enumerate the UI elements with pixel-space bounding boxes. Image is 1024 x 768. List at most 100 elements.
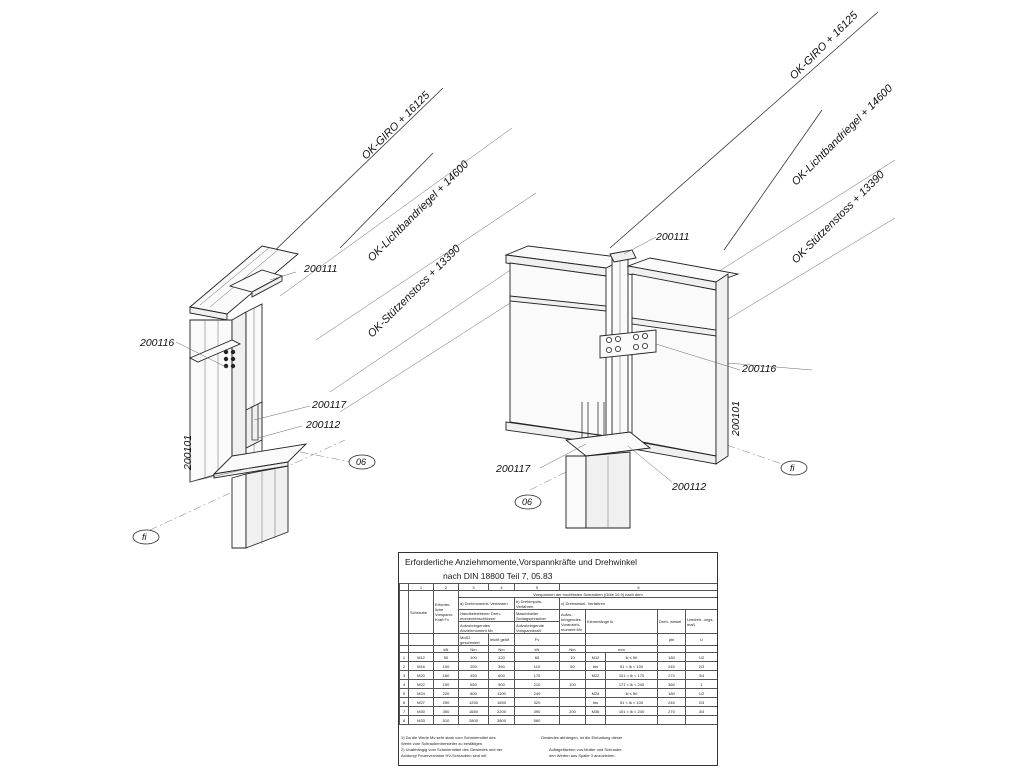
part-label-200111-right: 200111 bbox=[655, 231, 689, 243]
table-cell: 250 bbox=[458, 661, 489, 671]
bubble-label-06-left: 06 bbox=[356, 457, 366, 467]
unit-mm: mm bbox=[585, 645, 658, 653]
table-cell: 3 bbox=[399, 670, 409, 680]
table-cell: 51 < lk < 100 bbox=[605, 697, 658, 707]
table-cell: 240 bbox=[657, 661, 686, 671]
hdr-umdreh: Umdreh- ungs- maß bbox=[685, 609, 717, 634]
hdr-sub-blank5 bbox=[585, 633, 658, 646]
table-title-line2: nach DIN 18800 Teil 7, 05.83 bbox=[443, 571, 553, 581]
table-cell: 450 bbox=[458, 670, 489, 680]
hdr-c: c) Drehwinkel- Verfahren bbox=[559, 597, 717, 610]
hdr-sub-blank2 bbox=[408, 633, 434, 646]
hdr-kraft: Erforder- liche Vorspann- Kraft Fv bbox=[433, 590, 459, 634]
unit-nm1: Nm bbox=[458, 645, 489, 653]
table-cell: 1650 bbox=[488, 697, 515, 707]
table-cell: 50 bbox=[433, 652, 459, 662]
table-cell: 2200 bbox=[488, 706, 515, 716]
detail-bubble-06-left: 06 bbox=[348, 454, 376, 470]
table-cell: 600 bbox=[488, 670, 515, 680]
torque-table: 1 2 3 4 5 6 Schraube Erforder- liche Vor… bbox=[399, 583, 717, 725]
part-label-200116-left: 200116 bbox=[139, 337, 174, 349]
table-cell bbox=[685, 715, 717, 725]
part-label-200116-right: 200116 bbox=[741, 363, 776, 375]
elevation-giro-right: OK-GIRO + 16125 bbox=[788, 9, 861, 82]
table-cell: 60 bbox=[514, 652, 560, 662]
unit-kn2: kN bbox=[514, 645, 560, 653]
unit-nm2: Nm bbox=[488, 645, 515, 653]
col-num-2: 2 bbox=[433, 583, 459, 591]
table-cell: M33 bbox=[408, 715, 434, 725]
hdr-mos2: MoS2 geschmiert bbox=[458, 633, 489, 646]
table-cell: 100 bbox=[433, 661, 459, 671]
bubble-label-fi-right: fi bbox=[790, 463, 796, 473]
note-r1: Gewindes abhängen, ist die Einhaltung di… bbox=[541, 735, 623, 740]
hdr-schraube: Schraube bbox=[408, 590, 434, 634]
note-2b: Achtung! Feuerverzinkte HV-Schrauben sin… bbox=[401, 753, 487, 758]
table-cell: 180 bbox=[657, 688, 686, 698]
table-cell: 2/3 bbox=[685, 661, 717, 671]
bubble-label-fi-left: fi bbox=[142, 532, 148, 542]
table-cell: bis bbox=[585, 661, 606, 671]
table-cell: bis bbox=[585, 697, 606, 707]
table-cell: 290 bbox=[433, 697, 459, 707]
hdr-vorspannen: Vorspannen der hochfesten Schrauben (Güt… bbox=[458, 590, 717, 598]
table-cell: M12 bbox=[408, 652, 434, 662]
unit-blank4 bbox=[685, 645, 717, 653]
table-cell: 1100 bbox=[488, 688, 515, 698]
hdr-sub-blank3 bbox=[433, 633, 459, 646]
col-num-3: 3 bbox=[458, 583, 489, 591]
table-cell: M22 bbox=[585, 670, 606, 680]
table-cell: 3800 bbox=[488, 715, 515, 725]
table-cell: 160 bbox=[433, 670, 459, 680]
table-cell: 1 bbox=[399, 652, 409, 662]
hdr-phi: phi bbox=[657, 633, 686, 646]
table-cell: 10 bbox=[559, 652, 586, 662]
table-cell: M12 bbox=[585, 652, 606, 662]
table-cell: 2 bbox=[399, 661, 409, 671]
table-cell: 350 bbox=[488, 661, 515, 671]
hdr-leicht: leicht geölt bbox=[488, 633, 515, 646]
unit-blank bbox=[399, 645, 409, 653]
part-label-200117-right: 200117 bbox=[495, 463, 531, 475]
table-cell: 180 bbox=[657, 652, 686, 662]
table-cell: 120 bbox=[488, 652, 515, 662]
table-cell: 175 bbox=[514, 670, 560, 680]
table-cell: 210 bbox=[514, 679, 560, 689]
hdr-u: U bbox=[685, 633, 717, 646]
note-1b: Werte vom Schraubenhersteller zu bestäti… bbox=[401, 741, 484, 746]
table-cell: 350 bbox=[433, 706, 459, 716]
note-r2: Auflageflächen von Mutter und Schraube. bbox=[549, 747, 623, 752]
table-cell: 240 bbox=[657, 697, 686, 707]
unit-nm3: Nm bbox=[559, 645, 586, 653]
hdr-aufzu: Aufzubringendes Anziehmoment Mv bbox=[458, 621, 515, 634]
hdr-aufzu3: Aufzu- bringendes Voranzieh- moment Mv bbox=[559, 609, 586, 634]
table-cell: 4 bbox=[399, 679, 409, 689]
table-cell: M27 bbox=[408, 697, 434, 707]
left-view bbox=[149, 87, 541, 549]
table-cell: 390 bbox=[514, 706, 560, 716]
part-label-200101-left: 200101 bbox=[182, 435, 194, 471]
elevation-giro-left: OK-GIRO + 16125 bbox=[360, 89, 433, 162]
table-cell: 110 bbox=[514, 661, 560, 671]
hdr-masch: Maschineller Schlagschrauber bbox=[514, 609, 560, 622]
table-cell: 270 bbox=[657, 706, 686, 716]
table-cell: 171 < lk < 240 bbox=[605, 679, 658, 689]
table-cell: 101 < lk < 170 bbox=[605, 670, 658, 680]
part-label-200112-right: 200112 bbox=[671, 481, 706, 493]
table-cell: M16 bbox=[408, 661, 434, 671]
table-cell: M24 bbox=[408, 688, 434, 698]
bubble-label-06-right: 06 bbox=[522, 497, 532, 507]
hdr-a: a) Drehmoment- Verfahren bbox=[458, 597, 515, 610]
note-1a: 1) Da die Werte Mv sehr stark vom Schmie… bbox=[401, 735, 496, 740]
table-cell: M36 bbox=[585, 706, 606, 716]
note-2a: 2) Unabhängig vom Schmiermittel des Gewi… bbox=[401, 747, 503, 752]
hdr-sub-blank4 bbox=[559, 633, 586, 646]
table-cell: 1250 bbox=[458, 697, 489, 707]
hdr-aufzu2: Aufzubringende Vorspannkraft bbox=[514, 621, 560, 634]
part-label-200111-left: 200111 bbox=[303, 263, 337, 275]
